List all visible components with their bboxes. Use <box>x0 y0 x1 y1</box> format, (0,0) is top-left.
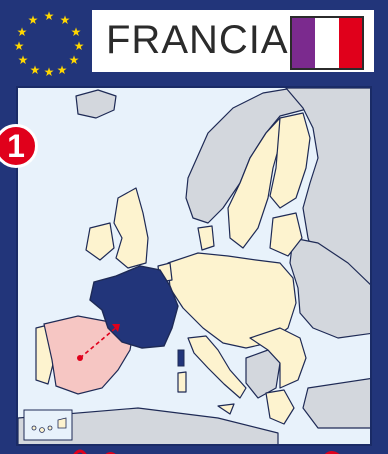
title-box: FRANCIA <box>92 10 374 72</box>
flag-stripe-2 <box>315 18 339 68</box>
italy-shape <box>187 335 247 399</box>
country-title: FRANCIA <box>106 18 289 62</box>
turkey-shape <box>302 377 370 429</box>
flag-stripe-1 <box>292 18 316 68</box>
denmark-shape <box>197 225 215 251</box>
svg-text:★: ★ <box>30 63 41 76</box>
svg-text:★: ★ <box>74 39 84 53</box>
handwritten-mark <box>73 449 340 454</box>
route-start-dot <box>77 355 83 361</box>
uk-shape <box>113 187 149 269</box>
sardinia-shape <box>177 371 187 393</box>
svg-text:★: ★ <box>71 25 82 39</box>
svg-text:★: ★ <box>44 9 55 23</box>
route-arrow-head <box>112 324 120 332</box>
finland-shape <box>269 112 311 209</box>
sicily-shape <box>217 403 235 415</box>
ireland-shape <box>85 222 115 261</box>
baltics-shape <box>269 212 303 257</box>
route-arrow <box>79 325 119 359</box>
svg-text:★: ★ <box>57 63 68 76</box>
corsica-shape <box>177 349 185 367</box>
spain-shape <box>43 315 135 395</box>
russia-shape <box>285 88 370 298</box>
iceland-shape <box>75 89 117 119</box>
europe-map <box>16 86 372 446</box>
central-europe-shape <box>167 252 297 349</box>
flag-stripe-3 <box>338 18 362 68</box>
svg-text:★: ★ <box>60 13 71 27</box>
svg-text:★: ★ <box>17 25 28 39</box>
number-badge: 1 <box>0 124 38 168</box>
norway-shape <box>185 88 319 224</box>
svg-text:★: ★ <box>44 65 55 76</box>
greece-shape <box>265 389 295 425</box>
europe-map-svg <box>18 88 370 444</box>
france-flag-icon <box>290 16 364 70</box>
svg-text:★: ★ <box>18 53 29 67</box>
ukraine-shape <box>289 237 370 339</box>
france-shape <box>89 265 179 349</box>
balkans-eu-shape <box>249 327 307 389</box>
svg-text:★: ★ <box>28 13 39 27</box>
svg-text:★: ★ <box>69 53 80 67</box>
eu-stars-icon: ★ ★ ★ ★ ★ ★ ★ ★ ★ ★ ★ ★ <box>14 9 84 76</box>
north-africa-shape <box>18 407 279 444</box>
svg-text:★: ★ <box>14 39 24 53</box>
